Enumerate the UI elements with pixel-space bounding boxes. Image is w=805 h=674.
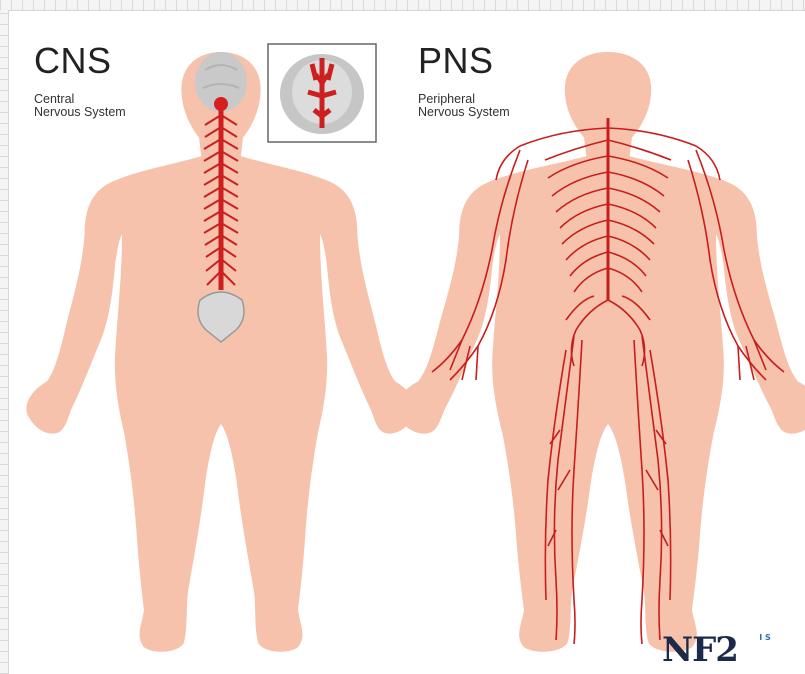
pns-heading: PNS (418, 40, 494, 82)
pns-subtitle-line2: Nervous System (418, 106, 510, 119)
nf2-logo-superscript: I S (759, 634, 771, 642)
cns-heading: CNS (34, 40, 112, 82)
nf2-logo: NF2 (662, 630, 738, 670)
brain-inset (268, 44, 376, 142)
cns-subtitle-line2: Nervous System (34, 106, 126, 119)
